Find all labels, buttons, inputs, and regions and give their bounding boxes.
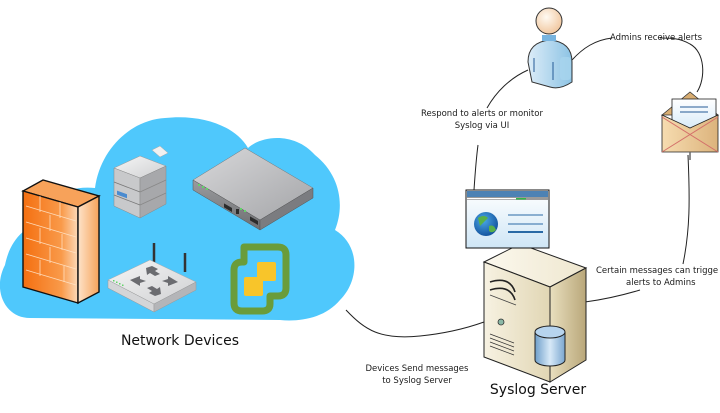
firewall-icon <box>21 179 101 305</box>
network-devices-label: Network Devices <box>120 333 240 349</box>
connector-server-to-email-upper <box>682 154 690 265</box>
edge-label-server-to-email-line2: alerts to Admins <box>626 278 696 288</box>
edge-label-admin-to-ui-line1: Respond to alerts or monitor <box>421 109 543 119</box>
edge-label-devices-to-server: Devices Send messages to Syslog Server <box>352 363 482 387</box>
admin-user-icon <box>527 7 573 89</box>
connector-admin-to-ui-lower <box>473 144 479 191</box>
edge-label-admin-to-ui: Respond to alerts or monitor Syslog via … <box>412 108 552 132</box>
connectors <box>345 37 704 338</box>
edge-label-email-to-admin: Admins receive alerts <box>610 32 720 44</box>
web-ui-window-icon <box>465 189 550 249</box>
connector-email-to-admin-left <box>571 37 613 61</box>
connector-server-to-email <box>584 289 641 303</box>
connector-email-to-admin-right <box>659 37 704 93</box>
edge-label-server-to-email-line1: Certain messages can trigge <box>596 266 719 276</box>
vmware-vsphere-icon <box>230 243 290 315</box>
edge-label-devices-to-server-line1: Devices Send messages <box>365 364 469 374</box>
connector-devices-to-server <box>345 309 485 338</box>
edge-label-admin-to-ui-line2: Syslog via UI <box>454 121 510 131</box>
connector-admin-to-ui-upper <box>486 69 529 109</box>
server-appliance-icon <box>192 147 314 231</box>
database-icon <box>534 325 566 367</box>
edge-label-server-to-email: Certain messages can trigge alerts to Ad… <box>596 265 720 289</box>
email-envelope-icon <box>660 91 720 160</box>
wireless-router-icon <box>107 243 197 313</box>
edge-label-email-to-admin-line1: Admins receive alerts <box>610 33 703 43</box>
printer-icon <box>113 145 169 219</box>
syslog-server-label: Syslog Server <box>489 382 587 398</box>
edge-label-devices-to-server-line2: to Syslog Server <box>382 376 452 386</box>
